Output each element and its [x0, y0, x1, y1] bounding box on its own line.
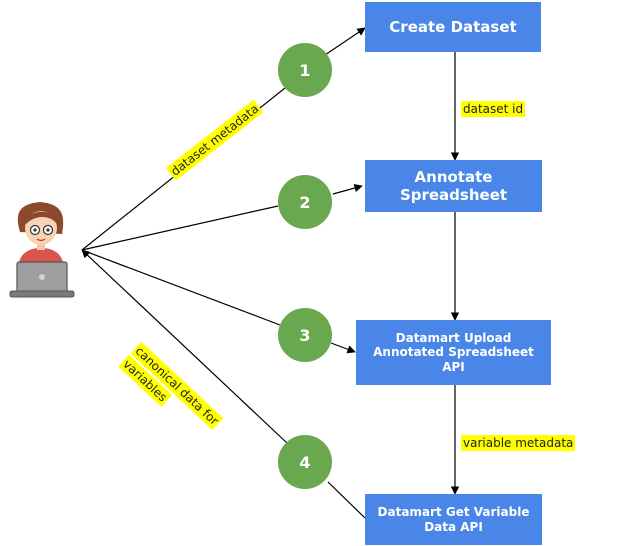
upload-label-line-2: Annotated Spreadsheet	[373, 345, 534, 360]
step-3-circle: 3	[278, 308, 332, 362]
arrow-get-to-step-4	[327, 481, 366, 519]
step-2-circle: 2	[278, 175, 332, 229]
get-variable-label-line-1: Datamart Get Variable	[377, 505, 530, 520]
create-dataset-box: Create Dataset	[365, 2, 541, 52]
annotate-spreadsheet-box: Annotate Spreadsheet	[365, 160, 542, 212]
annotate-label-line-2: Spreadsheet	[399, 186, 508, 204]
annotate-label-line-1: Annotate	[414, 168, 493, 186]
get-variable-label-line-2: Data API	[424, 519, 483, 534]
arrow-user-to-step-2	[81, 205, 279, 251]
user-at-laptop-icon	[9, 202, 75, 298]
arrow-step-3-to-upload	[330, 342, 356, 354]
create-dataset-label: Create Dataset	[389, 18, 517, 36]
step-1-circle: 1	[278, 43, 332, 97]
arrow-step-2-to-annotate	[332, 183, 363, 195]
step-3-number: 3	[299, 325, 311, 345]
dataset-id-label: dataset id	[461, 101, 526, 117]
step-4-number: 4	[299, 452, 311, 472]
upload-label-line-1: Datamart Upload	[395, 330, 512, 345]
datamart-get-variable-box: Datamart Get Variable Data API	[365, 494, 542, 545]
variable-metadata-label: variable metadata	[461, 435, 576, 451]
arrow-step-4-to-user	[81, 249, 288, 444]
upload-label-line-3: API	[442, 359, 465, 374]
datamart-upload-box: Datamart Upload Annotated Spreadsheet AP…	[356, 320, 551, 385]
arrow-user-to-step-3	[81, 249, 281, 326]
step-4-circle: 4	[278, 435, 332, 489]
step-1-number: 1	[299, 60, 311, 80]
step-2-number: 2	[299, 192, 311, 212]
arrow-step-1-to-create	[324, 27, 366, 56]
